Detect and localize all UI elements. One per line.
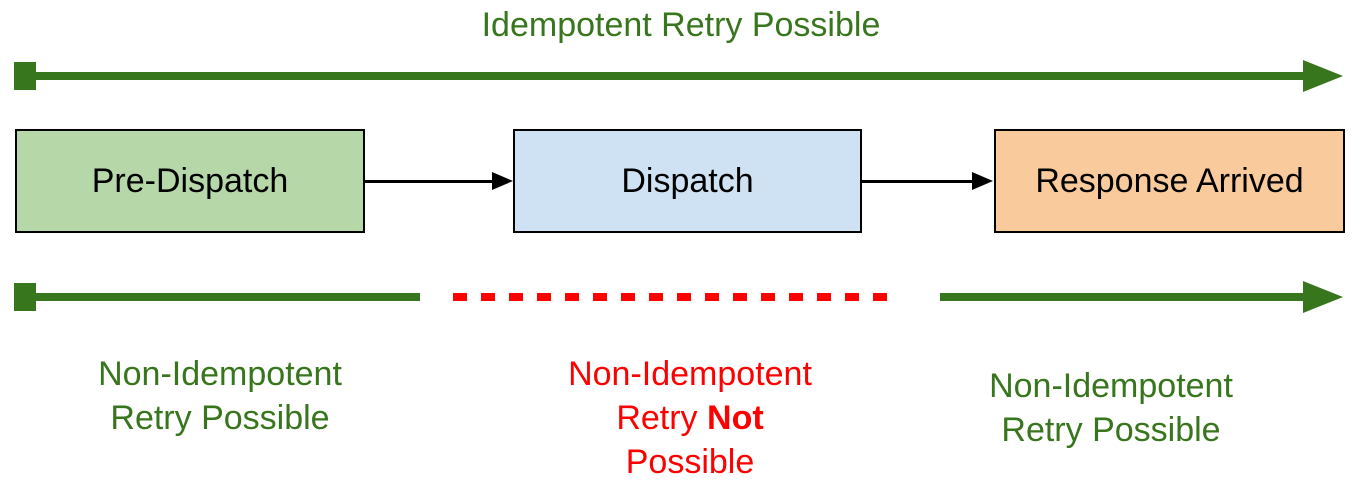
caption-left-line1: Non-Idempotent — [98, 355, 342, 393]
box-pre-dispatch-label: Pre-Dispatch — [91, 161, 289, 200]
box-response-arrived: Response Arrived — [994, 129, 1345, 233]
connector1-line — [365, 180, 495, 183]
bottom-arrow-green-segment-right — [940, 293, 1305, 301]
connector2-line — [862, 180, 974, 183]
bottom-arrow-head-icon — [1303, 281, 1343, 313]
caption-middle-line2-prefix: Retry — [616, 399, 708, 437]
bottom-arrow-green-segment-left — [30, 293, 420, 301]
caption-right-line1: Non-Idempotent — [989, 367, 1233, 405]
caption-right-line2: Retry Possible — [1001, 411, 1221, 449]
box-dispatch-label: Dispatch — [621, 161, 754, 200]
diagram-title: Idempotent Retry Possible — [481, 6, 881, 44]
caption-left-line2: Retry Possible — [110, 399, 330, 437]
bottom-arrow-start-square — [14, 283, 36, 311]
box-pre-dispatch: Pre-Dispatch — [15, 129, 365, 233]
box-dispatch: Dispatch — [513, 129, 862, 233]
box-response-arrived-label: Response Arrived — [1035, 161, 1304, 200]
top-arrow-line — [30, 72, 1305, 80]
caption-middle-line2-bold: Not — [707, 399, 764, 437]
caption-dispatch-no-retry: Non-Idempotent Retry Not Possible — [510, 352, 870, 484]
caption-middle-line1: Non-Idempotent — [568, 355, 812, 393]
connector1-head-icon — [492, 172, 513, 190]
caption-pre-dispatch-retry: Non-Idempotent Retry Possible — [40, 352, 400, 440]
top-arrow-head-icon — [1303, 60, 1343, 92]
top-arrow-start-square — [14, 62, 36, 90]
caption-middle-line3: Possible — [625, 443, 755, 481]
bottom-arrow-red-dashed-segment — [453, 293, 897, 301]
caption-response-retry: Non-Idempotent Retry Possible — [928, 364, 1294, 452]
caption-middle-line2: Retry Not — [510, 396, 870, 440]
connector2-head-icon — [972, 172, 993, 190]
